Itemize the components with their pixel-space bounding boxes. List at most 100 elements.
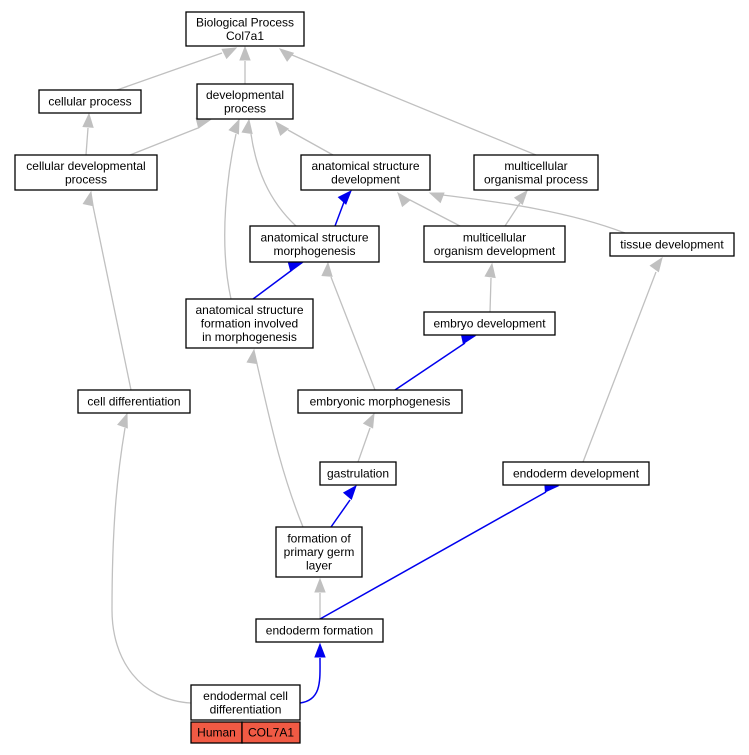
edge-ef-endd bbox=[319, 491, 547, 620]
edge-asf-dp bbox=[224, 133, 237, 300]
node-box bbox=[609, 232, 735, 257]
node-label: process bbox=[65, 172, 107, 186]
edge-asm-asd bbox=[334, 201, 345, 227]
node-box bbox=[255, 618, 384, 643]
edge-ecd-ef bbox=[299, 657, 321, 704]
arrowhead-ecd-cd bbox=[117, 412, 128, 429]
arrowhead-cdp-cp bbox=[82, 112, 94, 128]
node-label: development bbox=[331, 172, 400, 186]
edge-ed-mod bbox=[489, 277, 492, 313]
edge-endd-td bbox=[582, 271, 657, 463]
node-label: cell differentiation bbox=[87, 395, 180, 409]
node-label: embryonic morphogenesis bbox=[310, 395, 451, 409]
node-label: differentiation bbox=[210, 702, 282, 716]
node-box bbox=[185, 298, 314, 349]
node-label: formation of bbox=[287, 532, 351, 546]
node-label: anatomical structure bbox=[195, 303, 303, 317]
node-label: endoderm formation bbox=[266, 624, 373, 638]
arrowhead-ef-fpgl bbox=[314, 577, 326, 593]
edge-em-asm bbox=[330, 276, 376, 391]
arrowhead-asd-dp bbox=[275, 120, 290, 137]
edge-td-asd bbox=[442, 194, 626, 234]
node-endd[interactable]: endoderm development bbox=[502, 461, 650, 486]
node-cp[interactable]: cellular process bbox=[38, 89, 142, 114]
node-box bbox=[14, 154, 158, 191]
node-label: cellular process bbox=[48, 95, 131, 109]
node-ed[interactable]: embryo development bbox=[423, 311, 556, 336]
node-em[interactable]: embryonic morphogenesis bbox=[297, 389, 463, 414]
node-label: endoderm development bbox=[513, 467, 640, 481]
edge-asf-asm bbox=[252, 269, 293, 300]
node-label: process bbox=[224, 101, 266, 115]
node-label: in morphogenesis bbox=[202, 330, 297, 344]
species-label: Human bbox=[197, 726, 236, 740]
node-cd[interactable]: cell differentiation bbox=[77, 389, 191, 414]
gene-label: COL7A1 bbox=[248, 726, 294, 740]
edge-gas-em bbox=[357, 427, 371, 463]
node-box bbox=[38, 89, 142, 114]
node-label: multicellular bbox=[463, 230, 526, 244]
node-label: morphogenesis bbox=[273, 244, 355, 258]
arrowhead-asf-dp bbox=[228, 118, 240, 135]
arrowhead-cdp-dp bbox=[195, 117, 212, 129]
node-label: organism development bbox=[434, 244, 556, 258]
edge-cdp-cp bbox=[85, 127, 89, 156]
edge-asm-dp bbox=[250, 133, 297, 227]
node-box bbox=[275, 526, 363, 578]
node-box bbox=[190, 684, 301, 721]
node-box bbox=[185, 11, 305, 47]
node-label: anatomical structure bbox=[311, 159, 419, 173]
node-box bbox=[77, 389, 191, 414]
edge-mod-mop bbox=[504, 202, 521, 227]
arrowhead-mod-mop bbox=[513, 189, 528, 206]
node-ef[interactable]: endoderm formation bbox=[255, 618, 384, 643]
node-label: developmental bbox=[206, 88, 284, 102]
node-label: formation involved bbox=[201, 317, 298, 331]
node-label: Col7a1 bbox=[226, 29, 264, 43]
arrowhead-endd-td bbox=[649, 256, 663, 273]
edge-em-ed bbox=[394, 342, 466, 391]
arrowhead-em-asm bbox=[321, 261, 333, 277]
node-label: Biological Process bbox=[196, 15, 294, 29]
edge-cd-cdp bbox=[92, 205, 132, 391]
edge-fpgl-gas bbox=[330, 499, 351, 528]
node-box bbox=[319, 461, 397, 486]
arrowhead-dp-bp bbox=[239, 45, 251, 61]
node-box bbox=[423, 311, 556, 336]
node-td[interactable]: tissue development bbox=[609, 232, 735, 257]
node-gas[interactable]: gastrulation bbox=[319, 461, 397, 486]
node-label: gastrulation bbox=[327, 467, 389, 481]
arrowhead-fpgl-asf bbox=[246, 348, 258, 365]
node-label: embryo development bbox=[433, 317, 546, 331]
node-label: layer bbox=[306, 559, 332, 573]
node-label: anatomical structure bbox=[260, 230, 368, 244]
node-label: multicellular bbox=[504, 159, 567, 173]
arrowhead-cd-cdp bbox=[82, 190, 94, 207]
node-box bbox=[196, 83, 294, 120]
edge-fpgl-asf bbox=[256, 363, 304, 528]
node-box bbox=[423, 225, 566, 263]
arrowhead-asm-dp bbox=[241, 118, 253, 135]
node-box bbox=[502, 461, 650, 486]
arrowhead-ecd-ef bbox=[314, 642, 326, 658]
edge-mop-bp bbox=[291, 54, 537, 156]
arrowhead-mop-bp bbox=[278, 48, 295, 62]
arrowhead-bp-cp bbox=[221, 47, 238, 60]
arrowhead-fpgl-gas bbox=[342, 484, 357, 501]
node-label: endodermal cell bbox=[203, 689, 288, 703]
arrowhead-asf-asm bbox=[287, 260, 304, 273]
arrowhead-asm-asd bbox=[337, 189, 352, 205]
gene-tag bbox=[241, 721, 301, 744]
edge-asd-dp bbox=[287, 129, 334, 156]
